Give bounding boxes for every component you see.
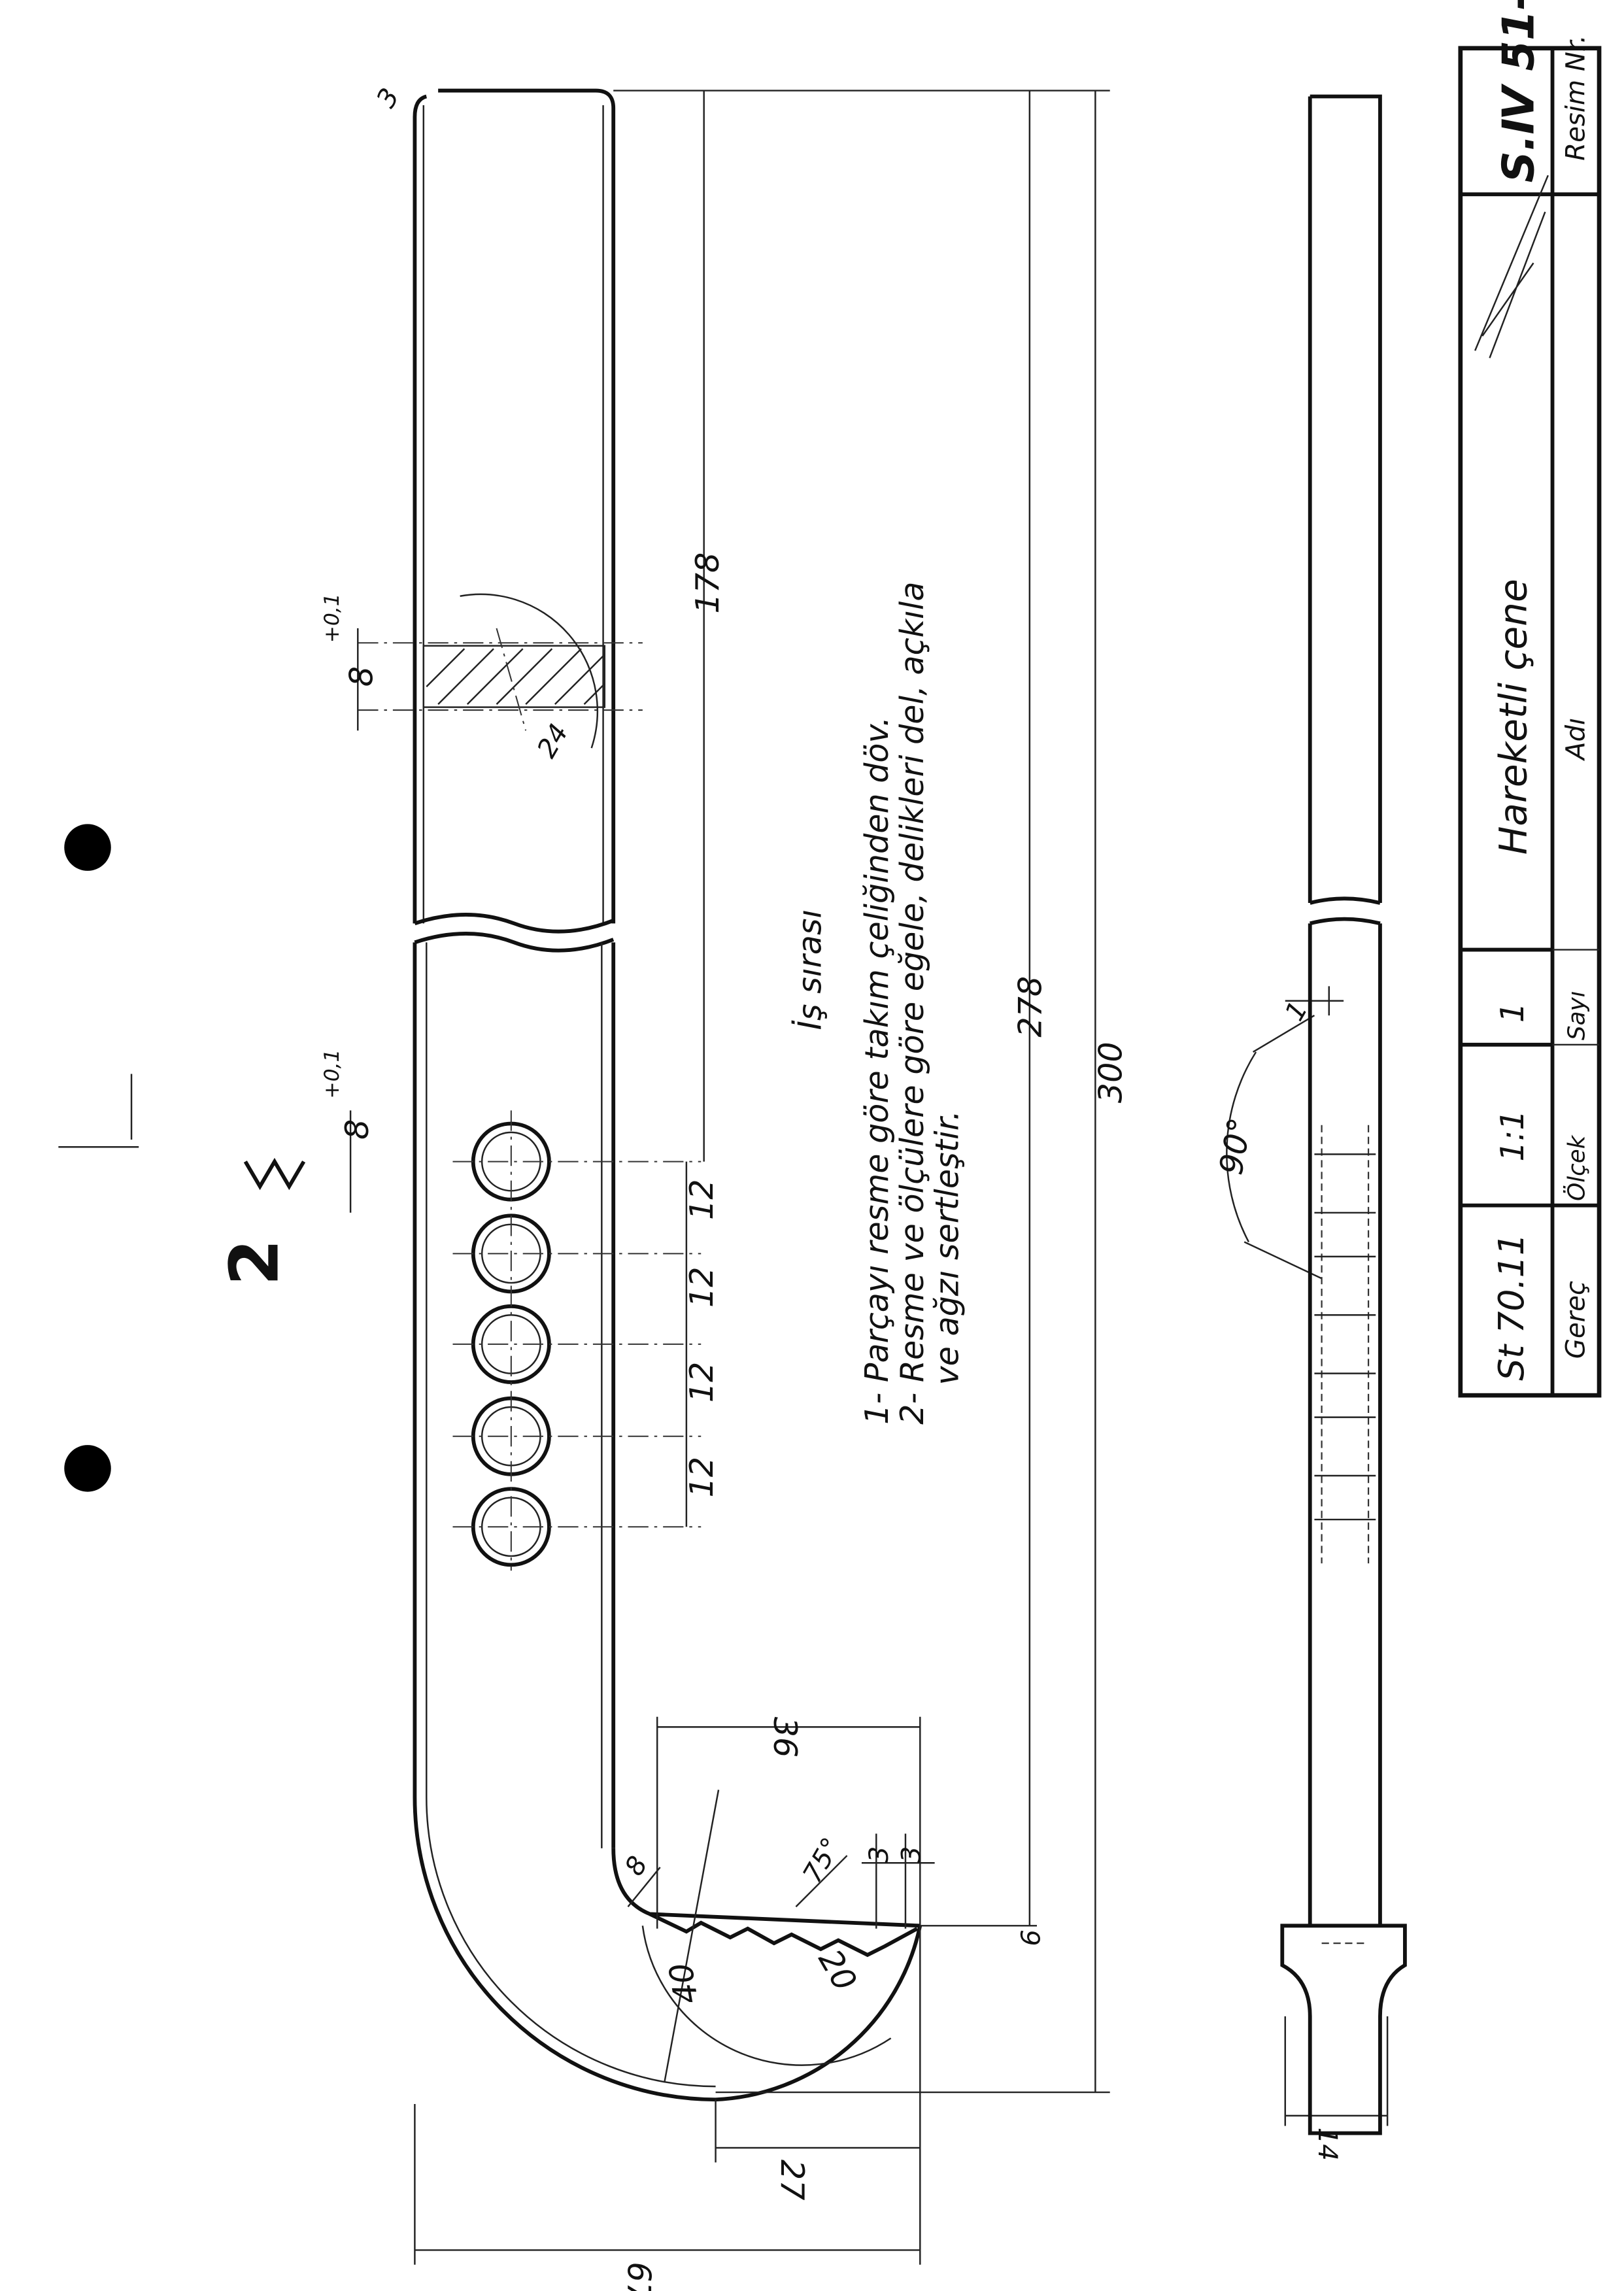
note-line-1: 1- Parçayı resme göre takım çeliğinden d… [858, 717, 896, 1425]
dim-6: 6 [1016, 1929, 1046, 1946]
pitch-3: 12 [683, 1362, 720, 1403]
jaw-side-view [1280, 94, 1407, 2135]
note-line-3: ve ağzı sertleştir. [928, 1110, 966, 1385]
pitch-2: 12 [683, 1267, 720, 1308]
dimension-lines [349, 90, 1389, 2265]
hole-tolerance: +0,1 [320, 1049, 344, 1099]
quantity: 1 [1493, 1002, 1531, 1023]
dim-67: 67 [620, 2262, 658, 2291]
binder-hole-icon [64, 1445, 111, 1492]
angle-75: 75° [798, 1833, 847, 1888]
drawing-number-label: Resim Nr. [1561, 35, 1591, 160]
holes [452, 1110, 702, 1571]
radius-40: 40 [662, 1960, 706, 2007]
note-line-2: 2- Resme ve ölçülere göre eğele, delikle… [893, 582, 931, 1425]
drawing-number: S.Ⅳ 51-02 [1493, 0, 1544, 182]
slot-width: 8 [343, 666, 381, 687]
tooth-pitch-b: 3 [896, 1846, 926, 1863]
part-name-label: Adı [1561, 718, 1591, 762]
quantity-label: Sayı [1564, 991, 1591, 1040]
dim-300: 300 [1092, 1042, 1130, 1103]
pitch-1: 12 [683, 1179, 720, 1220]
dim-36: 36 [766, 1717, 804, 1758]
signature-icon [1474, 175, 1549, 358]
scale-label: Ölçek [1563, 1134, 1591, 1201]
dim-27: 27 [773, 2160, 811, 2201]
radius-8: 8 [619, 1851, 654, 1880]
dim-278: 278 [1011, 976, 1049, 1038]
part-mark: 2 [216, 1239, 294, 1286]
angle-90: 90° [1211, 1115, 1259, 1178]
binder-hole-icon [64, 824, 111, 871]
jaw-top-view [358, 88, 922, 2102]
scale: 1:1 [1493, 1110, 1531, 1161]
pitch-4: 12 [683, 1457, 720, 1498]
margin-mark [58, 1074, 139, 1148]
dim-178: 178 [688, 552, 726, 614]
material: St 70.11 [1491, 1233, 1532, 1381]
corner-radius: 3 [371, 83, 405, 112]
surface-finish-icon [243, 1157, 306, 1191]
material-label: Gereç [1561, 1281, 1591, 1359]
dim-14: 14 [1312, 2128, 1342, 2161]
title-block [1458, 46, 1602, 1398]
part-name: Hareketli çene [1491, 579, 1535, 855]
hole-diameter: 8 [338, 1119, 376, 1140]
notes-heading: İş sırası [790, 909, 828, 1030]
slot-tolerance: +0,1 [320, 593, 344, 643]
tooth-pitch-a: 3 [864, 1846, 894, 1863]
angle-24: 24 [532, 719, 574, 763]
